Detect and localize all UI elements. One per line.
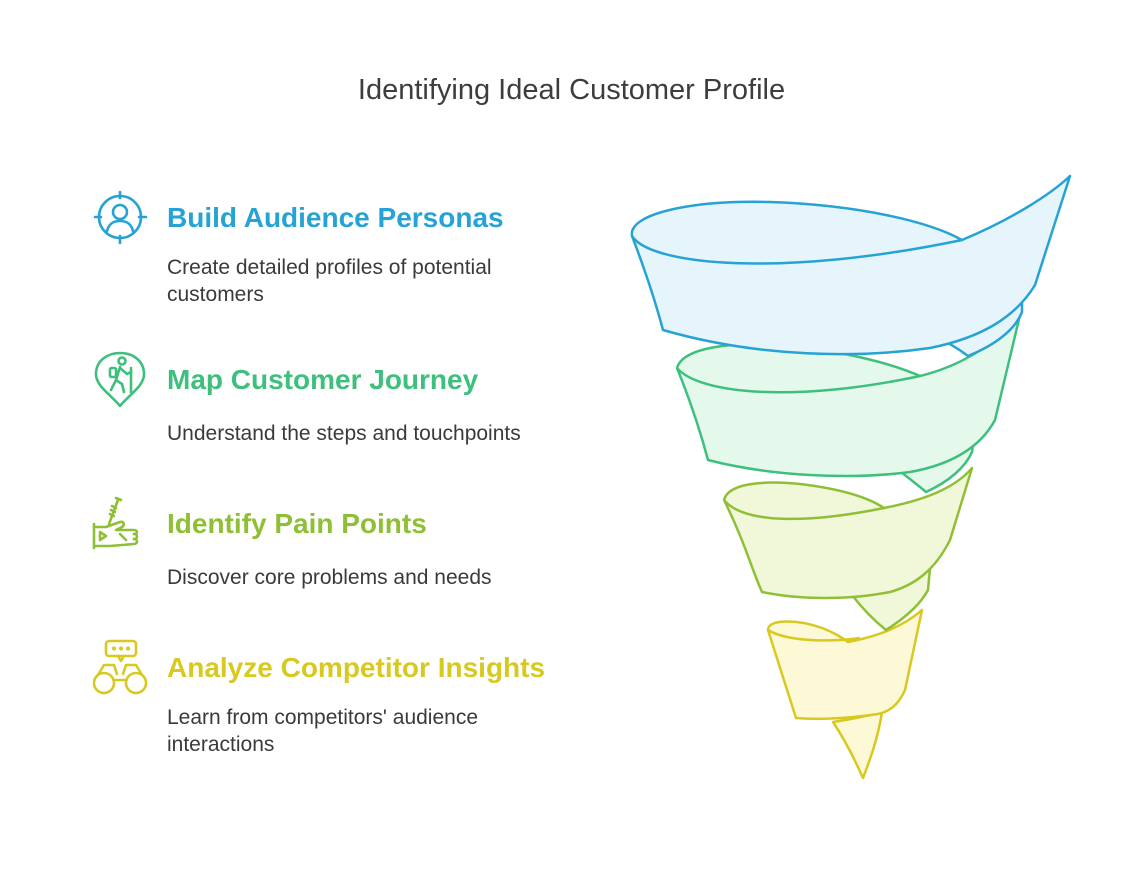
binoculars-chat-icon: [90, 638, 150, 698]
hand-syringe-icon: [90, 494, 150, 554]
funnel-band-blue: [630, 174, 1072, 358]
step-description: Learn from competitors' audience interac…: [167, 706, 479, 756]
step-description: Discover core problems and needs: [167, 566, 492, 589]
page-title: Identifying Ideal Customer Profile: [357, 74, 786, 106]
funnel-band-yellow: [766, 608, 924, 721]
spiral-funnel: [630, 174, 1072, 780]
persona-target-icon: [90, 190, 150, 250]
funnel-band-tip: [831, 710, 884, 780]
step-heading: Identify Pain Points: [167, 508, 427, 539]
hiker-location-icon: [90, 350, 150, 410]
step-description: Understand the steps and touchpoints: [167, 422, 521, 445]
step-heading: Map Customer Journey: [167, 364, 479, 395]
step-description: Create detailed profiles of potential cu…: [167, 256, 492, 306]
step-heading: Analyze Competitor Insights: [167, 652, 546, 683]
funnel-band-lime: [722, 466, 974, 632]
step-heading: Build Audience Personas: [167, 202, 504, 233]
